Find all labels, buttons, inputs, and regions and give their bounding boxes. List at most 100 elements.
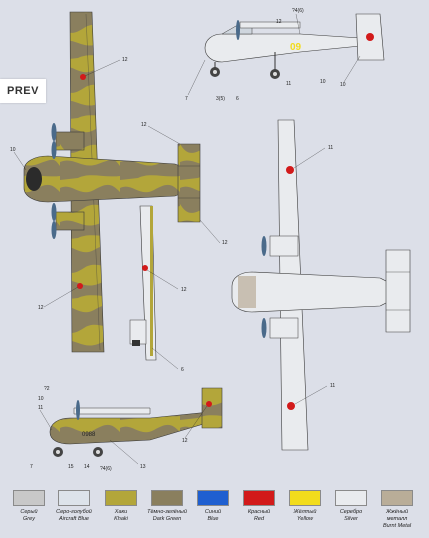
callout: 13 <box>140 464 146 470</box>
legend-label-en: Aircraft Blue <box>59 516 89 522</box>
side-wing-star-icon <box>142 265 148 271</box>
legend-label-en: Yellow <box>297 516 313 522</box>
silver-tailplane <box>385 249 411 333</box>
bottom-side-bort-number: 0988 <box>82 432 96 438</box>
legend-item: Красный Red <box>238 486 280 523</box>
top-side-landing-gear <box>210 52 280 79</box>
color-swatch <box>197 490 229 506</box>
callout: 7 <box>30 464 33 470</box>
legend-item: Серо-голубой Aircraft Blue <box>53 486 95 523</box>
camo-star-lower-icon <box>77 283 83 289</box>
camo-propeller-top-icon <box>51 123 57 159</box>
callout: 3(5) <box>216 96 225 102</box>
side-wing-exhaust <box>132 340 140 346</box>
callout: ?2 <box>44 386 50 392</box>
color-swatch <box>289 490 321 506</box>
callout: 6 <box>236 96 239 102</box>
legend-label-ru: Синий <box>204 509 222 515</box>
color-swatch <box>151 490 183 506</box>
legend-label-ru: Серо-голубой <box>56 509 92 515</box>
bottom-side-landing-gear <box>53 447 103 457</box>
callout: 10 <box>340 82 346 88</box>
camo-cockpit <box>26 167 42 191</box>
color-legend: Серый Grey Серо-голубой Aircraft Blue Ха… <box>0 486 429 538</box>
legend-label-ru: Красный <box>247 509 271 515</box>
callout: 12 <box>141 122 147 128</box>
legend-label-ru: Хаки <box>114 509 128 515</box>
side-wing-khaki-strip <box>150 206 153 356</box>
legend-label-en: Blue <box>207 516 219 522</box>
legend-item: Серебро Silver <box>330 486 372 523</box>
legend-label-en: Dark Green <box>152 516 182 522</box>
legend-label-en: Grey <box>23 516 35 522</box>
color-swatch <box>243 490 275 506</box>
callout: 10 <box>320 79 326 85</box>
callout: 11 <box>38 405 43 411</box>
camo-fuselage <box>23 155 191 203</box>
aircraft-drawings: 12 12 10 12 12 09 <box>10 8 411 472</box>
callout: ?4(6) <box>292 8 304 14</box>
callout: 6 <box>181 367 184 373</box>
side-wing-view: 12 6 <box>129 205 187 373</box>
silver-propeller-bottom-icon <box>261 318 267 338</box>
bottom-side-wing <box>73 407 151 415</box>
top-side-view: 09 ?4(6) 12 7 3(5) 6 11 10 10 <box>185 8 385 102</box>
legend-item: Хаки Khaki <box>100 486 142 523</box>
camo-engine-nacelle-bottom <box>55 211 85 231</box>
camo-plan-view: 12 12 10 12 12 <box>10 11 228 353</box>
bottom-side-star-icon <box>206 401 212 407</box>
callout: 12 <box>182 438 188 444</box>
callout: 12 <box>122 57 128 63</box>
camo-tailplane <box>177 143 201 223</box>
callout: 7 <box>185 96 188 102</box>
legend-label-ru: Серебро <box>339 509 363 515</box>
legend-item: Жжёный металл Burnt Metal <box>376 486 418 530</box>
silver-propeller-top-icon <box>261 236 267 256</box>
camo-propeller-bottom-icon <box>51 203 57 239</box>
silver-burnt-metal-nose <box>238 276 256 308</box>
callout: 10 <box>10 147 16 153</box>
legend-label-en: Burnt Metal <box>382 523 412 529</box>
color-swatch <box>58 490 90 506</box>
callout: 12 <box>38 305 44 311</box>
callout: 12 <box>276 19 282 25</box>
silver-engine-nacelle-bottom <box>269 317 299 339</box>
callout: ?4(6) <box>100 466 112 472</box>
silver-star-lower-icon <box>287 402 295 410</box>
top-side-star-icon <box>366 33 374 41</box>
legend-item: Серый Grey <box>8 486 50 523</box>
legend-label-en: Red <box>253 516 265 522</box>
legend-item: Синий Blue <box>192 486 234 523</box>
callout: 15 <box>68 464 74 470</box>
bottom-side-view: 0988 ?2 10 11 7 15 14 ?4(6) 13 12 <box>30 386 223 472</box>
silver-star-upper-icon <box>286 166 294 174</box>
top-side-wing <box>239 21 301 29</box>
bottom-side-propeller-icon <box>76 400 80 420</box>
top-side-fuselage <box>204 33 361 63</box>
legend-label-en: Khaki <box>114 516 128 522</box>
legend-item: Тёмно-зелёный Dark Green <box>146 486 188 523</box>
camo-star-upper-icon <box>80 74 86 80</box>
legend-label-ru: Жжёный металл <box>385 509 409 522</box>
callout: 11 <box>330 383 335 389</box>
callout: 12 <box>181 287 187 293</box>
callout: 11 <box>286 81 291 87</box>
callout: 12 <box>222 240 228 246</box>
legend-label-en: Silver <box>344 516 358 522</box>
top-side-bort-number: 09 <box>290 42 302 53</box>
top-side-propeller-icon <box>236 20 240 40</box>
legend-label-ru: Жёлтый <box>293 509 317 515</box>
bottom-side-fin <box>201 387 223 429</box>
color-swatch <box>13 490 45 506</box>
prev-button[interactable]: PREV <box>0 79 46 103</box>
legend-label-ru: Тёмно-зелёный <box>147 509 187 515</box>
color-swatch <box>381 490 413 506</box>
callout: 10 <box>38 396 44 402</box>
color-swatch <box>105 490 137 506</box>
legend-label-ru: Серый <box>20 509 38 515</box>
legend-item: Жёлтый Yellow <box>284 486 326 523</box>
callout: 14 <box>84 464 90 470</box>
callout: 11 <box>328 145 333 151</box>
silver-engine-nacelle-top <box>269 235 299 257</box>
